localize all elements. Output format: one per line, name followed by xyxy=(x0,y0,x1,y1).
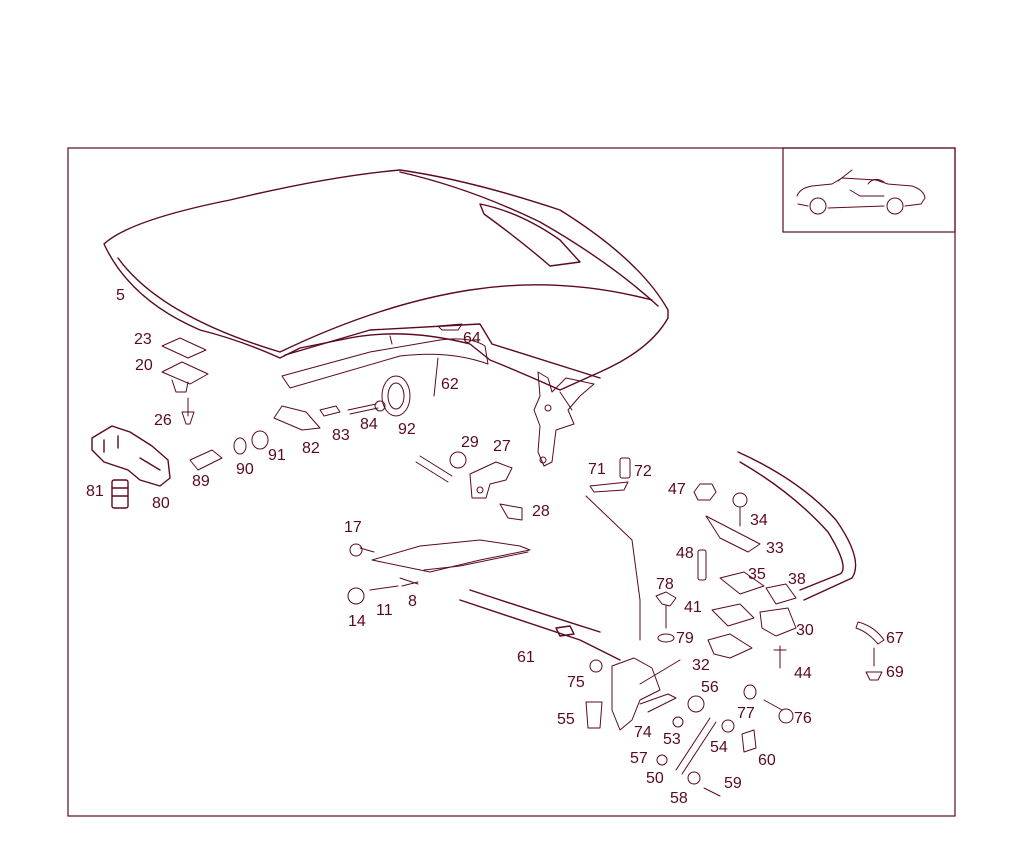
inset-frame xyxy=(782,147,956,233)
hardtop-roof-part xyxy=(103,169,669,391)
callout-30: 30 xyxy=(796,622,814,639)
callout-80: 80 xyxy=(152,495,170,512)
callout-57: 57 xyxy=(630,750,648,767)
callout-55: 55 xyxy=(557,711,575,728)
callout-64: 64 xyxy=(463,330,481,347)
seal-strip-part xyxy=(459,589,621,661)
callout-78: 78 xyxy=(656,576,674,593)
convertible-car-icon xyxy=(796,169,926,215)
small-fittings-part xyxy=(585,659,794,797)
callout-90: 90 xyxy=(236,461,254,478)
callout-67: 67 xyxy=(886,630,904,647)
callout-26: 26 xyxy=(154,412,172,429)
callout-60: 60 xyxy=(758,752,776,769)
callout-50: 50 xyxy=(646,770,664,787)
callout-labels: 5 23 20 26 81 80 89 90 91 82 83 84 92 64 62 29 27 28 71 72 4… xyxy=(86,287,904,807)
callout-23: 23 xyxy=(134,331,152,348)
mounting-plate-part xyxy=(161,337,209,425)
latch-plate-part xyxy=(415,451,523,521)
callout-33: 33 xyxy=(766,540,784,557)
callout-44: 44 xyxy=(794,665,812,682)
callout-20: 20 xyxy=(135,357,153,374)
callout-54: 54 xyxy=(710,739,728,756)
callout-11: 11 xyxy=(376,602,393,619)
callout-75: 75 xyxy=(567,674,585,691)
callout-47: 47 xyxy=(668,481,686,498)
callout-79: 79 xyxy=(676,630,694,647)
callout-77: 77 xyxy=(737,705,755,722)
fastener-set-part xyxy=(693,483,761,553)
callout-38: 38 xyxy=(788,571,806,588)
cable-fittings-part xyxy=(189,430,269,471)
callout-84: 84 xyxy=(360,416,378,433)
callout-61: 61 xyxy=(517,649,535,666)
control-cable-part xyxy=(585,457,641,641)
clip-screw-part xyxy=(855,621,885,681)
callout-81: 81 xyxy=(86,483,104,500)
callout-71: 71 xyxy=(588,461,606,478)
callout-91: 91 xyxy=(268,447,286,464)
roof-hinge-part xyxy=(533,371,595,467)
callout-72: 72 xyxy=(634,463,652,480)
callout-32: 32 xyxy=(692,657,710,674)
bracket-plates-part xyxy=(697,549,797,669)
diagram-frame xyxy=(67,147,956,817)
callout-29: 29 xyxy=(461,434,479,451)
callout-35: 35 xyxy=(748,566,766,583)
bolt-washer-part xyxy=(655,591,677,643)
callout-89: 89 xyxy=(192,473,210,490)
callout-28: 28 xyxy=(532,503,550,520)
callout-69: 69 xyxy=(886,664,904,681)
roof-lock-part xyxy=(91,425,171,509)
callout-5: 5 xyxy=(116,287,125,304)
callout-59: 59 xyxy=(724,775,742,792)
callout-8: 8 xyxy=(408,593,417,610)
linkage-rod-part xyxy=(347,539,531,605)
callout-74: 74 xyxy=(634,724,652,741)
callout-56: 56 xyxy=(701,679,719,696)
callout-58: 58 xyxy=(670,790,688,807)
callout-14: 14 xyxy=(348,613,366,630)
roof-trim-part xyxy=(281,323,489,397)
hinge-lever-part xyxy=(611,633,753,731)
vehicle-inset xyxy=(782,147,956,233)
side-rail-part xyxy=(737,451,857,601)
callout-53: 53 xyxy=(663,731,681,748)
handle-bolt-part xyxy=(273,375,411,431)
callout-92: 92 xyxy=(398,421,416,438)
callout-41: 41 xyxy=(684,599,702,616)
callout-76: 76 xyxy=(794,710,812,727)
callout-82: 82 xyxy=(302,440,320,457)
callout-48: 48 xyxy=(676,545,694,562)
callout-34: 34 xyxy=(750,512,768,529)
callout-17: 17 xyxy=(344,519,362,536)
callout-62: 62 xyxy=(441,376,459,393)
callout-83: 83 xyxy=(332,427,350,444)
callout-27: 27 xyxy=(493,438,511,455)
